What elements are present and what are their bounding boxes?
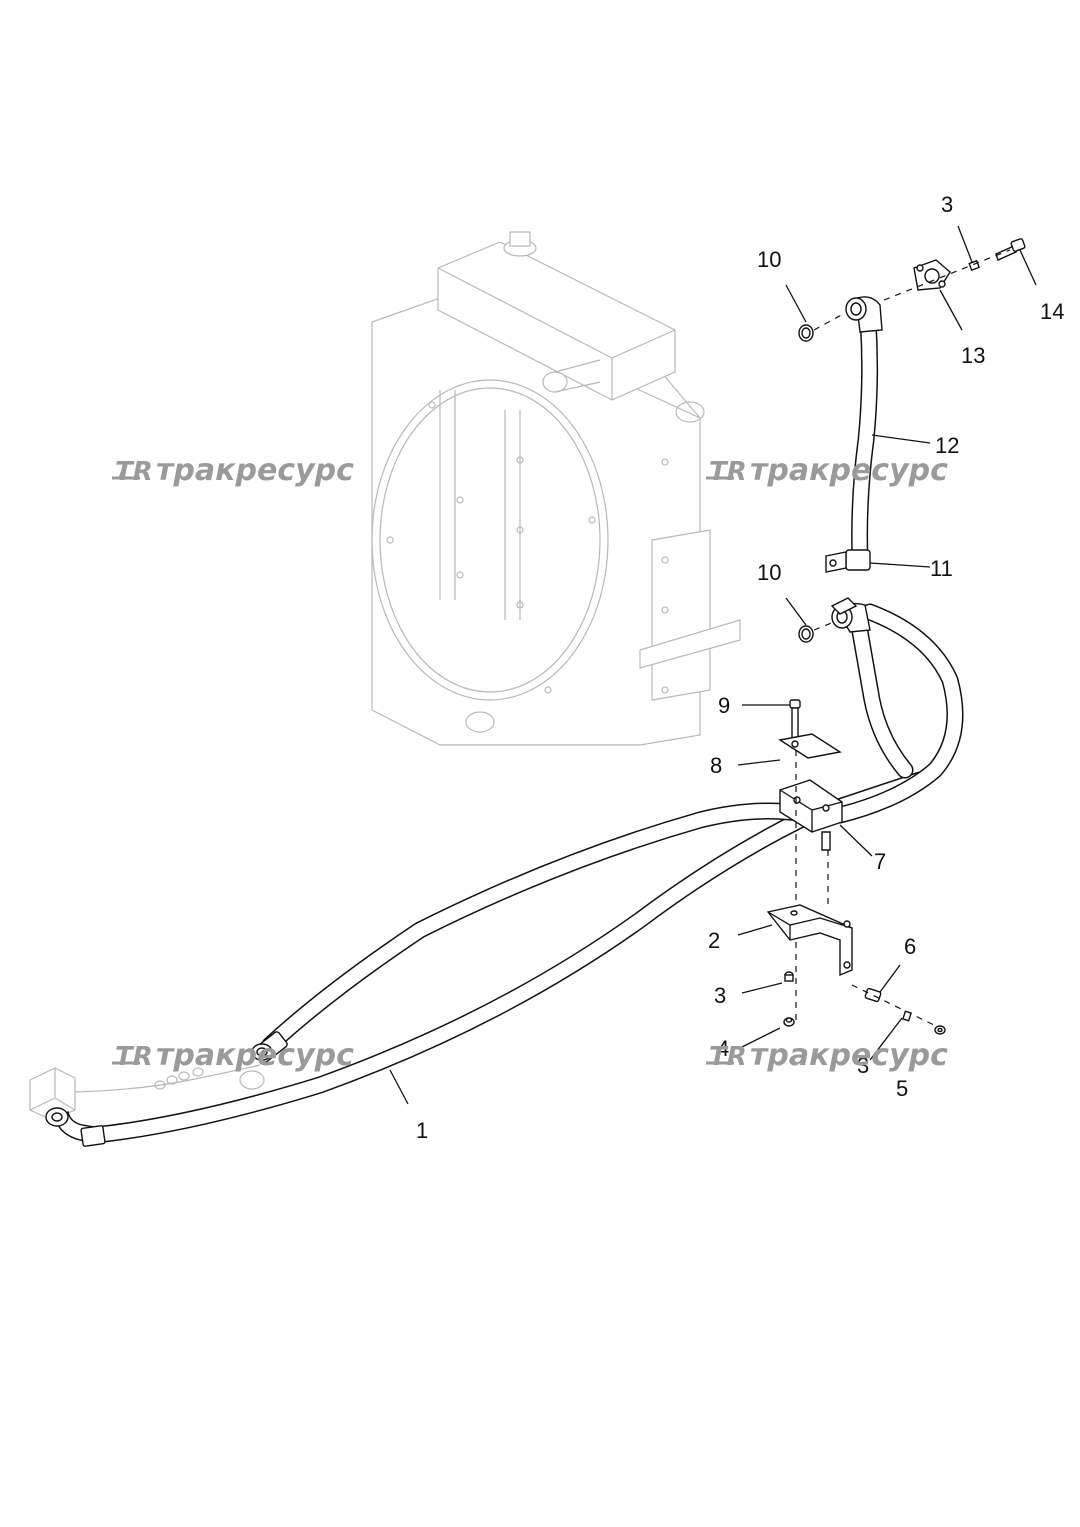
- callout-2: 2: [708, 928, 720, 953]
- leader-lines: [389, 225, 1037, 1105]
- callout-5: 5: [896, 1076, 908, 1101]
- callout-labels: 1 2 3 3 3 4 5 6 7 8 9 10 10 11 12 13 14: [416, 192, 1064, 1143]
- bracket-2-assembly: [766, 904, 946, 1035]
- watermark-bottom-left: TR тракресурс: [112, 1038, 354, 1073]
- callout-10-bottom: 10: [757, 560, 781, 585]
- callout-14: 14: [1040, 299, 1064, 324]
- flange-13-assembly: [883, 238, 1026, 301]
- watermark-text: тракресурс: [750, 1038, 948, 1073]
- callout-9: 9: [718, 693, 730, 718]
- callout-4: 4: [717, 1036, 729, 1061]
- watermark-text: тракресурс: [750, 453, 948, 488]
- callout-3-washer-bolt: 3: [857, 1053, 869, 1078]
- callout-3-washer-bracket: 3: [714, 983, 726, 1008]
- callout-11: 11: [930, 556, 953, 581]
- watermark-top-right: TR тракресурс: [706, 453, 948, 488]
- callout-12: 12: [935, 433, 959, 458]
- hose-assembly-1: [45, 771, 929, 1147]
- watermark-bottom-right: TR тракресурс: [706, 1038, 948, 1073]
- watermark-logo: TR: [709, 1042, 747, 1072]
- callout-7: 7: [874, 849, 886, 874]
- callout-1: 1: [416, 1118, 428, 1143]
- callout-8: 8: [710, 753, 722, 778]
- watermark-text: тракресурс: [156, 453, 354, 488]
- watermark-logo: TR: [709, 457, 747, 487]
- return-hoses-right: [830, 296, 964, 824]
- watermark-top-left: TR тракресурс: [112, 453, 354, 488]
- watermark-logo: TR: [115, 1042, 153, 1072]
- pump-fitting-ghost: [29, 1064, 265, 1121]
- clamp-11: [825, 549, 871, 573]
- mount-assembly: [778, 699, 843, 1020]
- callout-13: 13: [961, 343, 985, 368]
- watermark-logo: TR: [115, 457, 153, 487]
- watermark-text: тракресурс: [156, 1038, 354, 1073]
- callout-6: 6: [904, 934, 916, 959]
- o-rings-10: [798, 312, 846, 643]
- callout-10-top: 10: [757, 247, 781, 272]
- callout-3-washer-top: 3: [941, 192, 953, 217]
- radiator-assembly-ghost: [371, 231, 741, 746]
